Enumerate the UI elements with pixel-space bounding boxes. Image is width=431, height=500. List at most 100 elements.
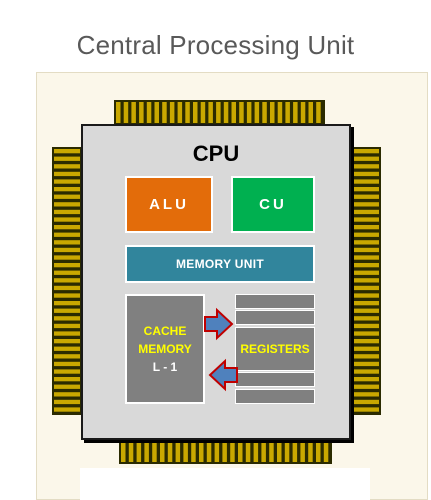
pin: [54, 255, 80, 260]
pin: [352, 369, 379, 374]
pin: [352, 278, 379, 283]
pin: [352, 171, 379, 177]
pin: [54, 323, 80, 329]
pin: [175, 441, 181, 462]
pin: [261, 441, 266, 462]
pin: [352, 194, 379, 199]
pin: [293, 102, 298, 123]
pin: [54, 194, 80, 199]
pin: [214, 441, 220, 462]
cpu-label: CPU: [192, 141, 240, 166]
pin: [54, 187, 80, 192]
pin: [144, 441, 149, 462]
pin: [352, 377, 379, 382]
pin: [352, 263, 379, 268]
pin: [254, 102, 260, 123]
cu-block: CU: [231, 176, 315, 233]
pin: [352, 399, 379, 405]
memory-unit-block: MEMORY UNIT: [125, 245, 315, 283]
pin: [54, 377, 80, 382]
pin: [169, 102, 175, 123]
pin: [352, 149, 379, 154]
pin: [352, 217, 379, 222]
pin: [352, 179, 379, 184]
pin: [352, 164, 379, 169]
pin: [54, 346, 80, 351]
pin: [246, 102, 252, 123]
pin: [238, 441, 243, 462]
pin: [123, 102, 129, 123]
pin: [352, 346, 379, 351]
pin: [352, 232, 379, 237]
pin: [116, 102, 121, 123]
pin: [352, 407, 379, 412]
pin: [352, 255, 379, 260]
register-row: [235, 294, 315, 309]
pin: [191, 441, 196, 462]
cache-to-registers-arrow: [204, 307, 234, 341]
pin: [54, 156, 80, 161]
pin: [200, 102, 206, 123]
pin: [352, 187, 379, 192]
pin: [152, 441, 157, 462]
pin: [54, 278, 80, 283]
pin: [352, 209, 379, 215]
pin: [183, 441, 188, 462]
page-title: Central Processing Unit: [76, 30, 355, 60]
pin: [54, 308, 80, 313]
pin: [54, 217, 80, 222]
pin: [277, 441, 282, 462]
pin: [269, 441, 274, 462]
cache-label-line1: CACHE: [143, 324, 187, 338]
pin: [223, 102, 229, 123]
pin: [121, 441, 126, 462]
pin: [352, 384, 379, 389]
pin: [154, 102, 159, 123]
pin: [216, 102, 221, 123]
pin: [222, 441, 227, 462]
registers-label: REGISTERS: [235, 327, 315, 371]
pin: [253, 441, 259, 462]
pins-top: [114, 100, 325, 125]
pin: [352, 323, 379, 329]
pin: [54, 232, 80, 237]
pin: [262, 102, 267, 123]
alu-block: ALU: [125, 176, 213, 233]
pin: [136, 441, 142, 462]
pin: [54, 225, 80, 230]
pin: [352, 247, 379, 253]
pin: [162, 102, 167, 123]
pin: [54, 179, 80, 184]
pin: [54, 399, 80, 405]
cache-memory-block: CACHE MEMORY L - 1: [125, 294, 205, 404]
pin: [352, 156, 379, 161]
pin: [54, 270, 80, 275]
pin: [54, 361, 80, 367]
pin: [292, 441, 298, 462]
pin: [239, 102, 244, 123]
bottom-strip: [80, 468, 370, 500]
pin: [352, 354, 379, 359]
registers-to-cache-arrow: [208, 358, 238, 392]
pin: [230, 441, 235, 462]
pin: [245, 441, 251, 462]
pin: [54, 407, 80, 412]
pin: [323, 441, 329, 462]
pin: [352, 339, 379, 344]
pins-right: [350, 147, 381, 415]
pin: [308, 441, 313, 462]
pin: [352, 225, 379, 230]
pin: [54, 209, 80, 215]
pin: [177, 102, 183, 123]
pin: [308, 102, 313, 123]
pin: [54, 354, 80, 359]
pin: [54, 316, 80, 321]
pin: [54, 331, 80, 336]
pin: [208, 102, 213, 123]
pin: [199, 441, 204, 462]
pins-bottom: [119, 439, 332, 464]
pin: [277, 102, 283, 123]
pin: [128, 441, 134, 462]
pin: [352, 285, 379, 291]
